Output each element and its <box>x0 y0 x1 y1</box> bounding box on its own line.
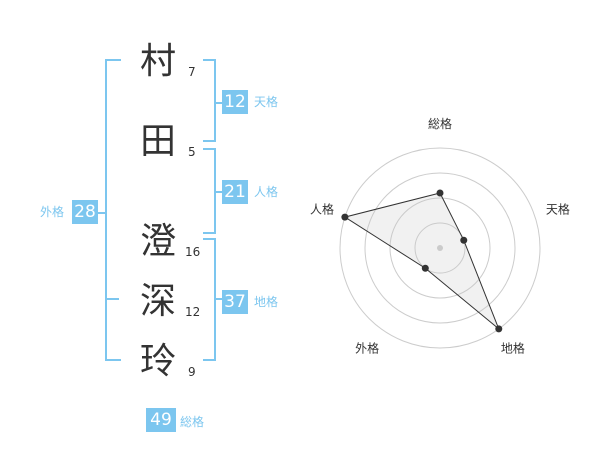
tenkaku-label: 天格 <box>254 95 279 109</box>
radar-ring-3 <box>364 172 516 324</box>
name-char-1: 村 <box>139 41 176 82</box>
gaikaku-label: 外格 <box>40 205 65 219</box>
name-char-4: 深 <box>139 281 176 322</box>
tenkaku-value-badge: 12 <box>222 90 248 114</box>
radar-point-外格 <box>421 264 429 272</box>
radar-ring-2 <box>389 197 491 299</box>
radar-point-総格 <box>436 189 444 197</box>
radar-ring-4 <box>339 147 541 349</box>
radar-axis-label-総格: 総格 <box>428 116 452 131</box>
radar-point-人格 <box>341 213 349 221</box>
jinkaku-value-badge: 21 <box>222 180 248 204</box>
stroke-count-5: 9 <box>188 365 196 379</box>
jinkaku-connector <box>214 191 222 193</box>
name-char-3: 澄 <box>139 221 176 262</box>
radar-grid <box>339 147 541 349</box>
radar-ring-1 <box>414 222 466 274</box>
radar-axis-label-人格: 人格 <box>310 202 334 217</box>
gaikaku-bracket-mid-tick <box>105 298 119 300</box>
radar-point-天格 <box>460 236 468 244</box>
radar-axis-label-外格: 外格 <box>355 340 379 355</box>
tenkaku-bracket <box>203 59 216 142</box>
stroke-count-3: 16 <box>185 245 201 259</box>
radar-center-dot <box>437 245 443 251</box>
chikaku-value-badge: 37 <box>222 290 248 314</box>
chikaku-connector <box>214 298 222 300</box>
stroke-count-2: 5 <box>188 145 196 159</box>
name-char-2: 田 <box>139 121 176 162</box>
radar-data-layer <box>341 189 503 333</box>
gaikaku-connector <box>97 212 105 214</box>
name-char-5: 玲 <box>139 341 176 382</box>
soukaku-label: 総格 <box>180 415 205 429</box>
stroke-count-1: 7 <box>188 65 196 79</box>
tenkaku-connector <box>214 102 222 104</box>
gaikaku-bracket <box>105 59 121 361</box>
gaikaku-value-badge: 28 <box>72 200 98 224</box>
jinkaku-label: 人格 <box>254 185 279 199</box>
radar-axis-label-天格: 天格 <box>546 202 570 217</box>
radar-point-地格 <box>495 325 503 333</box>
soukaku-value-badge: 49 <box>146 408 176 432</box>
chikaku-label: 地格 <box>254 295 279 309</box>
radar-polygon <box>343 192 500 330</box>
radar-axis-label-地格: 地格 <box>501 340 525 355</box>
stroke-count-4: 12 <box>185 305 201 319</box>
